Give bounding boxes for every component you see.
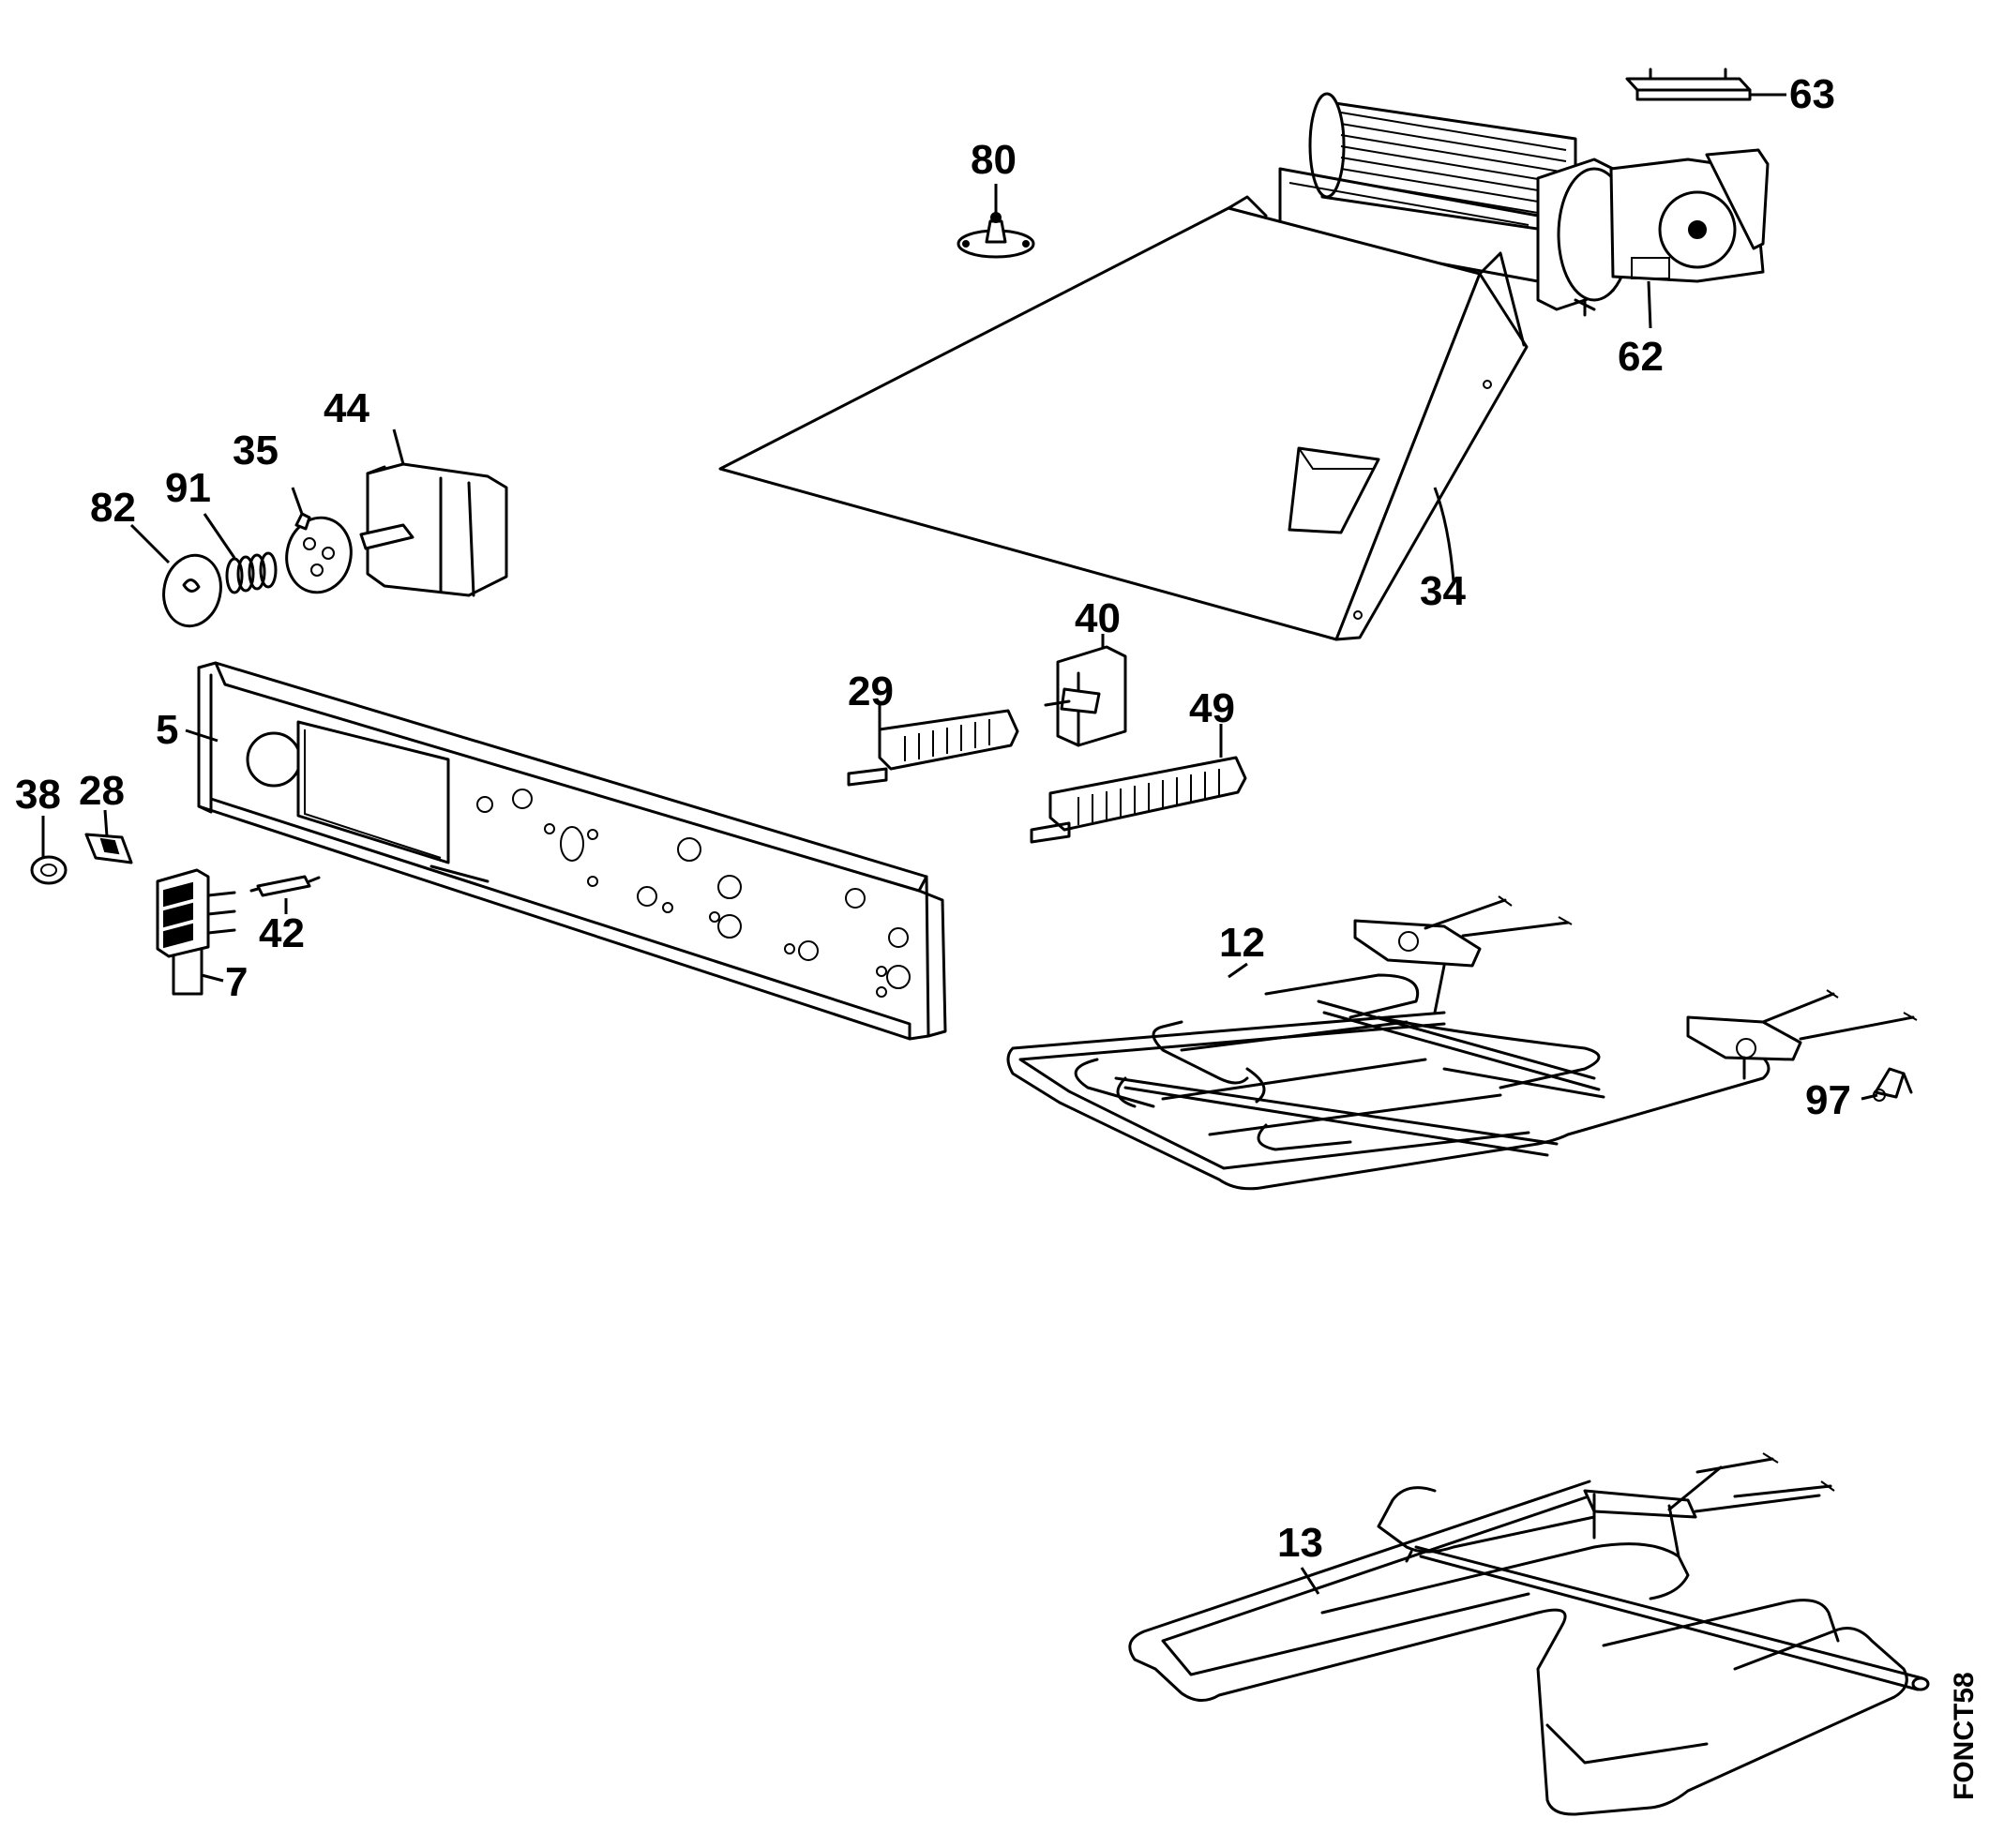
callout-29: 29 <box>848 669 894 714</box>
part-34-cover-plate <box>718 195 1529 641</box>
part-28-clip <box>84 809 133 864</box>
callout-82: 82 <box>90 485 136 531</box>
callout-38: 38 <box>15 772 61 818</box>
part-97-clip <box>1861 1067 1913 1102</box>
part-44-switch <box>359 428 508 597</box>
part-49-terminal-block <box>1030 724 1247 844</box>
part-80-mount <box>957 184 1035 259</box>
callout-12: 12 <box>1219 920 1265 966</box>
callout-62: 62 <box>1618 334 1664 380</box>
callout-97: 97 <box>1805 1077 1851 1123</box>
part-5-control-panel <box>185 661 947 1041</box>
part-7-switch-block <box>156 868 236 996</box>
part-12-heating-element <box>1006 895 1918 1191</box>
callout-34: 34 <box>1420 568 1466 614</box>
callout-7: 7 <box>225 959 248 1005</box>
callout-40: 40 <box>1075 595 1121 641</box>
callout-49: 49 <box>1189 685 1235 731</box>
callout-35: 35 <box>233 428 279 473</box>
part-91-spring <box>203 513 278 594</box>
part-82-knob <box>129 523 222 628</box>
part-42-fuse <box>249 875 321 914</box>
drawing-code: FONCT58 <box>1949 1672 1980 1800</box>
part-29-terminal-block <box>847 705 1019 787</box>
callout-42: 42 <box>259 910 305 956</box>
callout-44: 44 <box>324 385 369 431</box>
callout-13: 13 <box>1277 1520 1323 1566</box>
part-35-disc <box>285 487 353 594</box>
part-63-bracket <box>1625 68 1786 101</box>
callout-28: 28 <box>79 768 125 814</box>
callout-labels: 63 80 62 44 35 91 82 34 40 29 49 5 38 28… <box>15 71 1980 1800</box>
part-40-switch <box>1044 634 1127 747</box>
part-38-lamp <box>30 816 68 885</box>
callout-80: 80 <box>971 137 1017 183</box>
part-13-heating-element <box>1128 1452 1930 1816</box>
callout-63: 63 <box>1789 71 1835 117</box>
part-62-fan-motor <box>1278 92 1770 329</box>
callout-91: 91 <box>165 465 211 511</box>
callout-5: 5 <box>156 707 178 753</box>
